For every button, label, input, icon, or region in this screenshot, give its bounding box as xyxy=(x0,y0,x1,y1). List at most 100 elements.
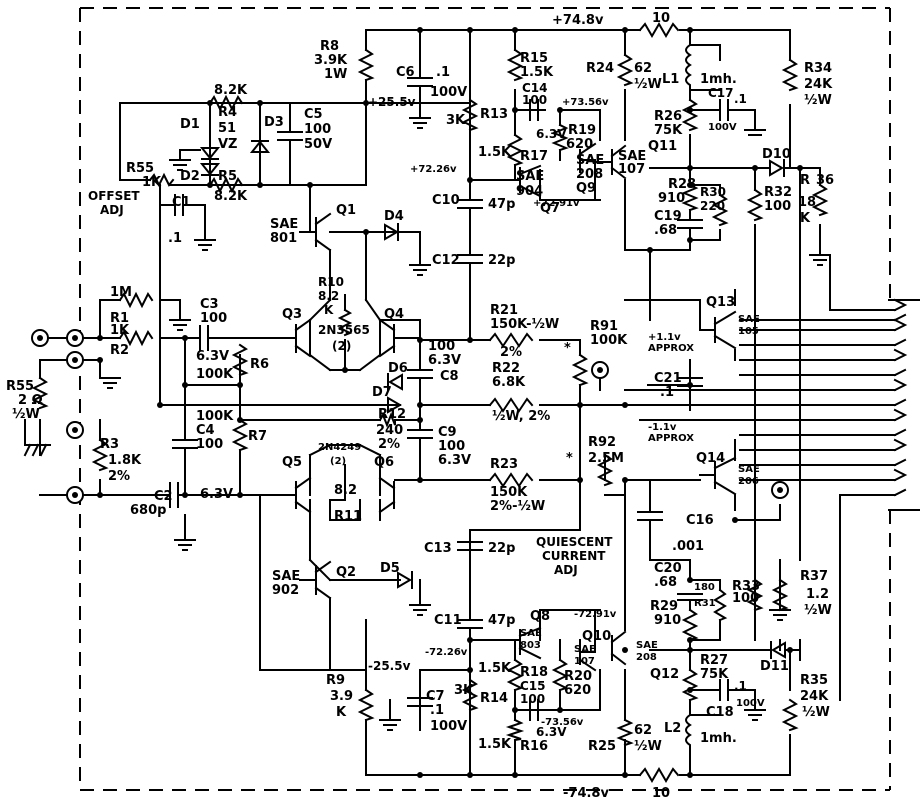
ground-symbol xyxy=(174,539,196,551)
r28-resistor xyxy=(681,183,699,212)
c5-value: 100 xyxy=(304,122,331,137)
r26-value: 75K xyxy=(654,123,683,138)
pos7356-label: +73.56v xyxy=(562,97,609,108)
r36-num: 36 xyxy=(816,173,834,188)
c18-rating: 100V xyxy=(736,698,765,709)
r13-resistor xyxy=(461,98,479,132)
q10-sae: SAE xyxy=(574,644,596,655)
ground-symbol xyxy=(23,419,51,457)
c12-value: 22p xyxy=(488,253,515,268)
c15-capacitor xyxy=(524,699,539,721)
c21-value: .1 xyxy=(660,385,674,400)
q12-sae: SAE xyxy=(636,640,658,651)
r7-label: R7 xyxy=(248,429,267,444)
r17-resistor xyxy=(506,133,524,167)
r31-resistor xyxy=(713,588,728,622)
d5-diode xyxy=(397,571,413,589)
q13-transistor xyxy=(713,310,737,350)
q1-label: Q1 xyxy=(336,203,356,218)
q11-transistor xyxy=(594,144,627,180)
r55a-label: R55 xyxy=(126,161,154,176)
q2-part: 902 xyxy=(272,583,299,598)
pos-supply-label: +74.8v xyxy=(552,13,604,28)
c21-capacitor xyxy=(647,377,703,387)
neg7291-label: -72.91v xyxy=(574,609,617,620)
c7-rating: 100V xyxy=(430,719,467,734)
r36-k: K xyxy=(800,211,811,226)
capacitors xyxy=(159,29,741,721)
r9-label: R9 xyxy=(326,673,345,688)
r19-label: R19 xyxy=(568,123,596,138)
r12-label: R12 xyxy=(378,407,406,422)
c15-value: 100 xyxy=(520,692,545,706)
adj2-label: ADJ xyxy=(554,563,578,577)
c18-label: C18 xyxy=(706,705,734,720)
grounds xyxy=(23,109,831,731)
c3-rating: 6.3V xyxy=(196,349,229,364)
c17-label: C17 xyxy=(708,86,734,100)
c13-value: 22p xyxy=(488,541,515,556)
q1-transistor xyxy=(299,212,332,252)
q7-part: 904 xyxy=(516,184,543,199)
ground-symbol xyxy=(744,124,766,136)
r5-resistor xyxy=(208,176,244,194)
ground-symbol xyxy=(744,709,766,721)
c14-capacitor xyxy=(524,99,546,121)
approx-label: APPROX xyxy=(648,433,694,444)
c8-rating: 6.3V xyxy=(428,353,461,368)
r4-resistor xyxy=(208,94,244,112)
r55b-value: 2 Ω xyxy=(18,393,43,408)
r34-resistor xyxy=(781,58,799,92)
r21-value: 150K-½W xyxy=(490,317,559,332)
r10-resistor xyxy=(337,308,353,337)
r21-resistor xyxy=(488,332,534,348)
ground-symbol xyxy=(769,609,791,621)
r28-value: 910 xyxy=(658,191,685,206)
r25-resistor xyxy=(616,718,634,747)
r34-rating: ½W xyxy=(804,93,832,108)
r16-label: R16 xyxy=(520,739,548,754)
c11-label: C11 xyxy=(434,613,462,628)
r10bot-label: 10 xyxy=(652,786,670,801)
r8-resistor xyxy=(357,48,375,82)
r24-resistor xyxy=(616,53,634,87)
neg7226-label: -72.26v xyxy=(425,647,468,658)
r17-value: 1.5K xyxy=(478,145,512,160)
c6-rating: 100V xyxy=(430,85,467,100)
r37-value: 1.2 xyxy=(806,587,829,602)
r10top-resistor xyxy=(638,22,680,38)
approx-label: APPROX xyxy=(648,343,694,354)
pos7226-label: +72.26v xyxy=(410,164,457,175)
q14-part: 206 xyxy=(738,476,759,487)
q4-transistor xyxy=(378,318,396,358)
r15-label: R15 xyxy=(520,51,548,66)
offset-label: OFFSET xyxy=(88,189,140,203)
q14-sae: SAE xyxy=(738,464,760,475)
r36-value: 18 xyxy=(798,195,816,210)
c4-capacitor xyxy=(172,439,198,481)
r1-resistor xyxy=(118,329,154,347)
r8-label: R8 xyxy=(320,39,339,54)
c8-capacitor xyxy=(407,369,433,401)
r9-k: K xyxy=(336,705,347,720)
q5-label: Q5 xyxy=(282,455,302,470)
r7-value: 100K xyxy=(196,409,234,424)
d6-diode xyxy=(387,373,403,391)
c14-value: 100 xyxy=(522,93,547,107)
wiring xyxy=(39,29,896,776)
r92-star: * xyxy=(566,451,573,466)
d4-label: D4 xyxy=(384,209,404,224)
r12-resistor xyxy=(378,412,396,428)
r1m-label: 1M xyxy=(110,285,132,300)
adj-label: ADJ xyxy=(100,203,124,217)
c20-capacitor xyxy=(677,593,703,601)
c9-label: C9 xyxy=(438,425,457,440)
r26-resistor xyxy=(681,98,699,132)
r21-tol: 2% xyxy=(500,345,522,360)
vz-label: VZ xyxy=(218,137,238,152)
r12-value: 240 xyxy=(376,423,403,438)
r14-resistor xyxy=(461,678,479,712)
c1-label: C1 xyxy=(172,195,191,210)
q13-part: 105 xyxy=(738,326,759,337)
c10-label: C10 xyxy=(432,193,460,208)
